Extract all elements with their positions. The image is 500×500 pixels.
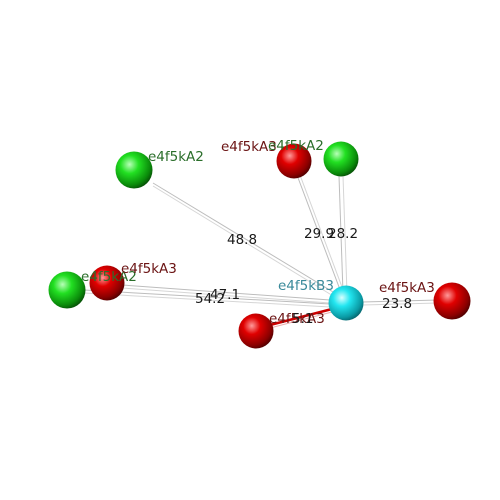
label-g3: e4f5kA2 bbox=[81, 269, 137, 285]
atom-g2[interactable] bbox=[323, 141, 359, 177]
label-center: e4f5kB3 bbox=[278, 278, 334, 294]
bond-to-g1 bbox=[152, 182, 344, 303]
distance-label-r3: 23.8 bbox=[382, 296, 412, 312]
distance-label-r1: 29.9 bbox=[304, 226, 334, 242]
label-r2: e4f5kA3 bbox=[121, 261, 177, 277]
bond-to-r4 bbox=[269, 307, 333, 329]
atom-r1[interactable] bbox=[276, 143, 312, 179]
distance-label-r4: 5.1 bbox=[292, 311, 313, 327]
distance-label-g3: 54.2 bbox=[195, 291, 225, 307]
atom-labels: e4f5kA2 e4f5kA3 e4f5kA2 e4f5kA2 e4f5kA3 … bbox=[81, 138, 435, 327]
label-g1: e4f5kA2 bbox=[148, 149, 204, 165]
distance-label-r2: 47.1 bbox=[210, 287, 240, 303]
label-r3: e4f5kA3 bbox=[379, 280, 435, 296]
distance-labels: 48.8 29.9 28.2 54.2 47.1 23.8 5.1 bbox=[195, 226, 412, 327]
atom-g3[interactable] bbox=[48, 271, 86, 309]
bond-to-g2 bbox=[338, 175, 348, 294]
bond-lines bbox=[83, 174, 439, 329]
bond-to-r2 bbox=[121, 284, 331, 304]
label-g2: e4f5kA2 bbox=[268, 138, 324, 154]
bond-to-r1 bbox=[296, 174, 346, 296]
bond-to-r3 bbox=[361, 299, 439, 306]
atom-center[interactable] bbox=[328, 285, 364, 321]
label-r1: e4f5kA3 bbox=[221, 139, 277, 155]
atom-r3[interactable] bbox=[433, 282, 471, 320]
atom-g1[interactable] bbox=[115, 151, 153, 189]
label-r4: e4f5kA3 bbox=[269, 311, 325, 327]
distance-label-g1: 48.8 bbox=[227, 232, 257, 248]
distance-label-g2: 28.2 bbox=[328, 226, 358, 242]
bond-to-g3 bbox=[83, 289, 331, 308]
atom-r2[interactable] bbox=[89, 265, 125, 301]
atoms bbox=[48, 141, 471, 349]
atom-r4[interactable] bbox=[238, 313, 274, 349]
